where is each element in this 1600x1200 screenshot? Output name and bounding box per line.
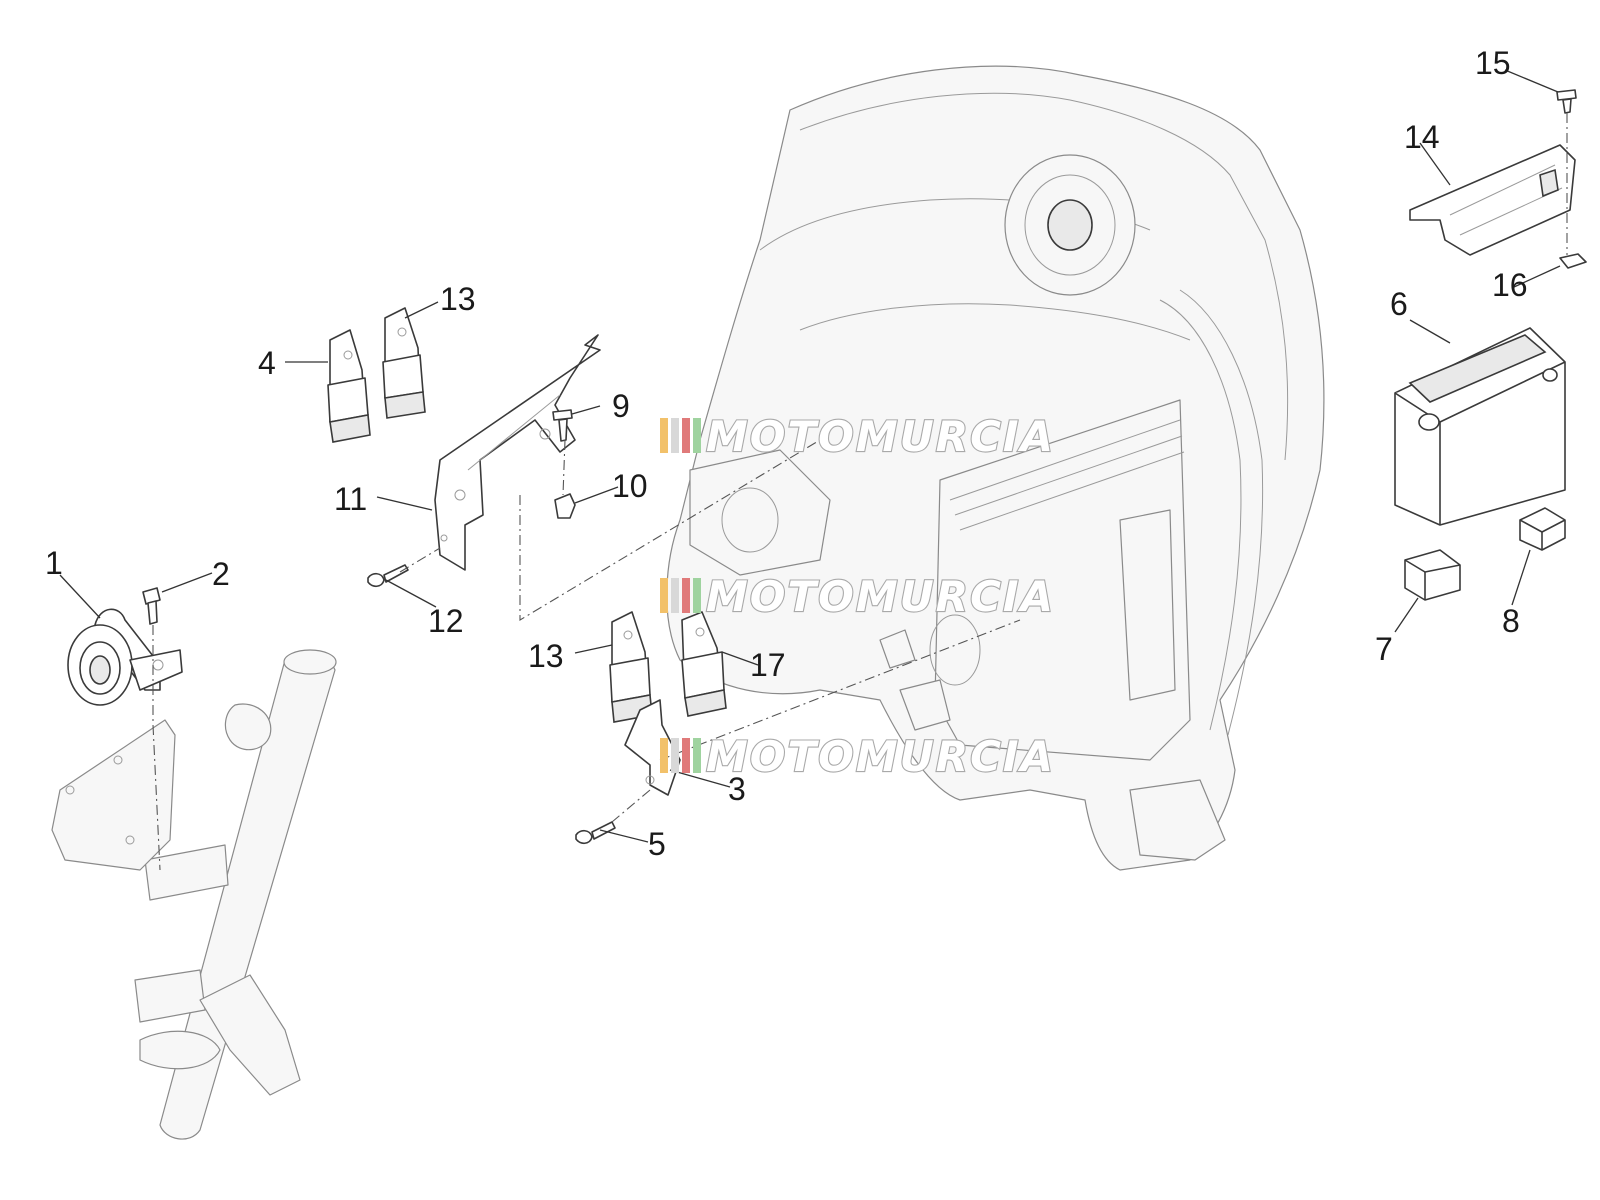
part-label-9: 9: [612, 388, 630, 424]
part-number-labels: 1 2 3 4 5 6 7 8 9 10 11 12 13 13 14 15 1…: [45, 45, 1528, 862]
part-label-14: 14: [1404, 119, 1440, 155]
screw-part-12[interactable]: [367, 564, 409, 588]
part-label-15: 15: [1475, 45, 1511, 81]
screw-part-15[interactable]: [1556, 89, 1577, 114]
part-label-17: 17: [750, 647, 786, 683]
steering-column: [134, 649, 337, 1140]
part-label-1: 1: [45, 545, 63, 581]
part-label-12: 12: [428, 603, 464, 639]
part-label-4: 4: [258, 345, 276, 381]
relay-part-4[interactable]: [327, 329, 371, 443]
part-label-11: 11: [334, 481, 367, 517]
part-label-6: 6: [1390, 286, 1408, 322]
clip-nut-part-10[interactable]: [554, 493, 576, 519]
glovebox-body-shell: [666, 65, 1325, 871]
relay-part-13-upper[interactable]: [382, 307, 426, 419]
part-label-16: 16: [1492, 267, 1528, 303]
leader-lines: [59, 69, 1561, 843]
watermark-top: MOTOMURCIA: [660, 411, 1055, 462]
bolt-part-2[interactable]: [142, 587, 161, 625]
fuse-block-part-8[interactable]: [1519, 507, 1566, 551]
part-label-10: 10: [612, 468, 648, 504]
part-label-7: 7: [1375, 631, 1393, 667]
watermark-text: MOTOMURCIA: [706, 732, 1055, 781]
part-label-5: 5: [648, 826, 666, 862]
relay-part-13-middle[interactable]: [609, 611, 653, 723]
relay-part-17[interactable]: [681, 611, 727, 717]
watermark-text: MOTOMURCIA: [706, 412, 1055, 461]
watermark-text: MOTOMURCIA: [706, 572, 1055, 621]
watermark-bottom: MOTOMURCIA: [660, 731, 1055, 782]
part-label-8: 8: [1502, 603, 1520, 639]
watermark-middle: MOTOMURCIA: [660, 571, 1055, 622]
fuse-block-part-7[interactable]: [1404, 549, 1461, 601]
horn-part-1[interactable]: [67, 608, 183, 706]
part-label-3: 3: [728, 771, 746, 807]
assembly-lines: [152, 113, 1568, 871]
battery-cover-part-14[interactable]: [1409, 144, 1576, 256]
clip-part-16[interactable]: [1559, 253, 1587, 269]
part-label-2: 2: [212, 556, 230, 592]
part-label-13-upper: 13: [440, 281, 476, 317]
horn-mount-plate: [51, 719, 176, 871]
screw-part-9[interactable]: [552, 409, 573, 442]
part-label-13-middle: 13: [528, 638, 564, 674]
relay-bracket-part-11[interactable]: [434, 334, 601, 571]
battery-part-6[interactable]: [1394, 327, 1566, 526]
